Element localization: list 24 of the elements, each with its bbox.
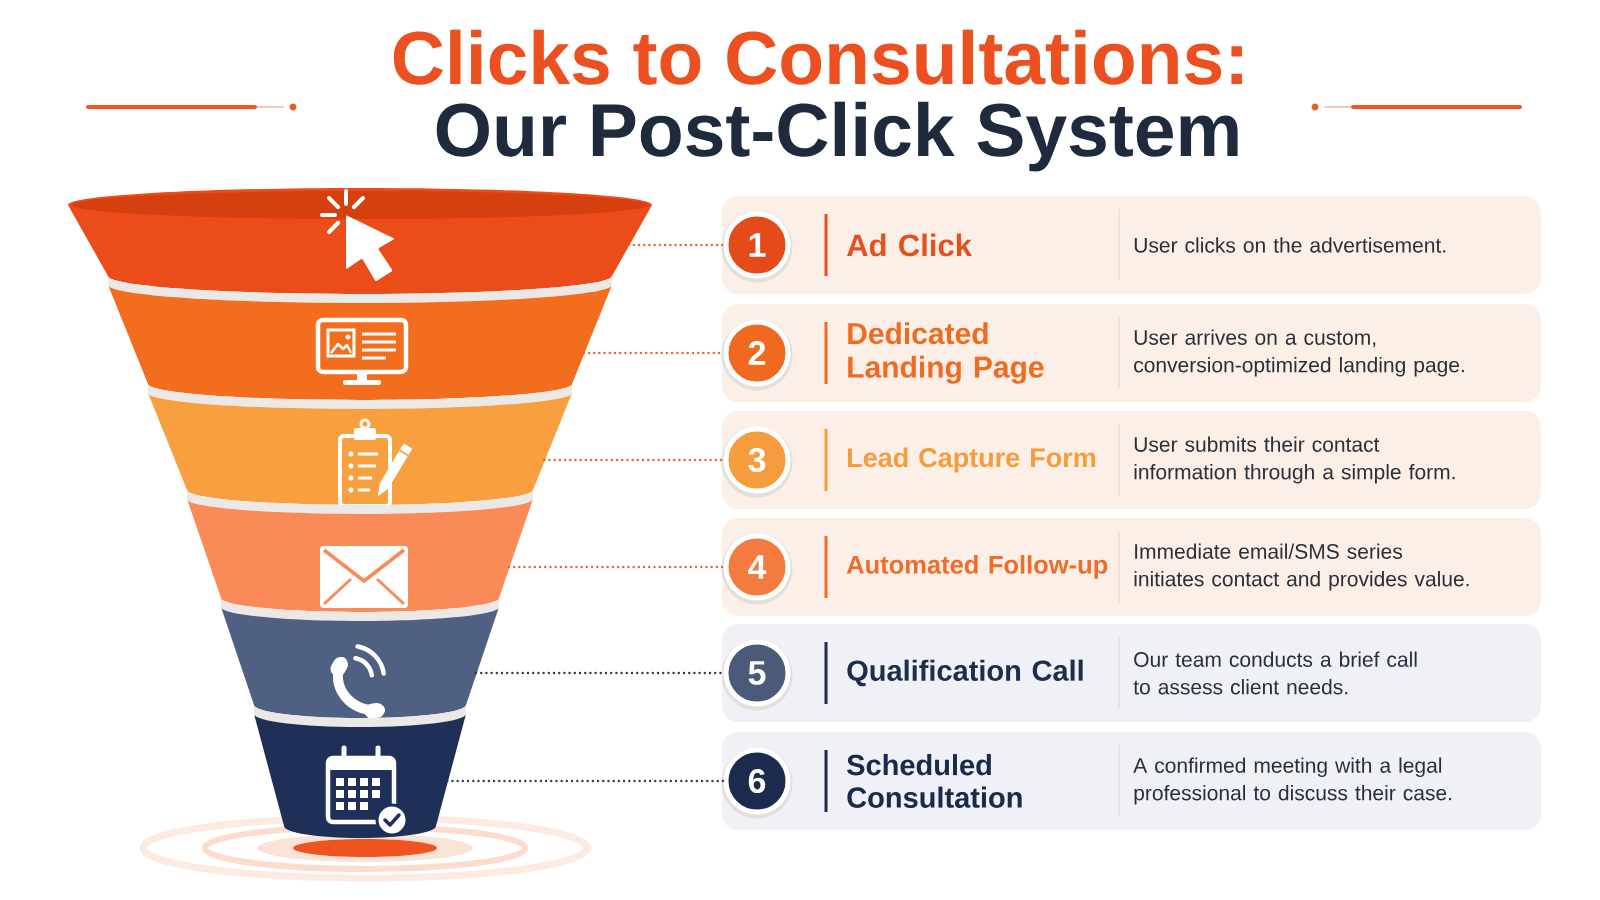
step-description: Immediate email/SMS series initiates contact and provides value. xyxy=(1134,543,1469,591)
leader-line xyxy=(627,243,725,247)
subtitle: Our Post-Click System xyxy=(436,101,1238,172)
step-title: Ad Click xyxy=(847,233,972,257)
step-description: Our team conducts a brief call to assess client needs. xyxy=(1133,651,1417,695)
number-badge: 1 xyxy=(721,211,793,283)
number-badge: 5 xyxy=(721,639,793,711)
step-title: Automated Follow-up xyxy=(846,555,1108,579)
step-description: User clicks on the advertisement. xyxy=(1134,237,1446,253)
number-badge: 6 xyxy=(721,747,793,819)
title: Clicks to Consultations: xyxy=(393,29,1242,85)
leader-line xyxy=(543,458,725,462)
number-badge: 2 xyxy=(721,319,793,391)
step-description: User arrives on a custom, conversion-optimized landing page. xyxy=(1134,329,1464,377)
step-title: Lead Capture Form xyxy=(848,447,1096,473)
step-description: User submits their contact information through a simple form. xyxy=(1134,436,1455,484)
number-badge: 3 xyxy=(721,426,793,498)
step-title: Qualification Call xyxy=(847,659,1083,687)
leader-line xyxy=(507,565,725,569)
number-badge: 4 xyxy=(721,533,793,605)
step-title: Scheduled Consultation xyxy=(847,754,1022,808)
leader-line xyxy=(446,779,725,783)
step-description: A confirmed meeting with a legal professional to discuss their case. xyxy=(1133,757,1452,805)
step-title: Dedicated Landing Page xyxy=(848,322,1044,384)
